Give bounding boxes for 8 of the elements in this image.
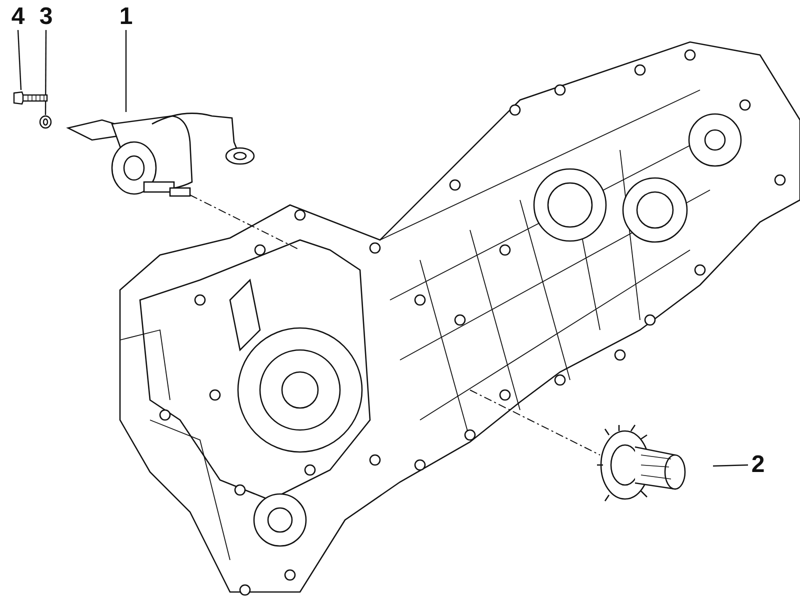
callout-number: 1 [119,5,133,29]
leader-line [17,30,22,90]
callout-number: 3 [39,5,53,29]
callout-number: 2 [751,453,765,477]
leader-line [44,30,47,115]
leader-line [125,30,127,112]
callout-number: 4 [11,5,25,29]
leader-line [712,464,748,467]
